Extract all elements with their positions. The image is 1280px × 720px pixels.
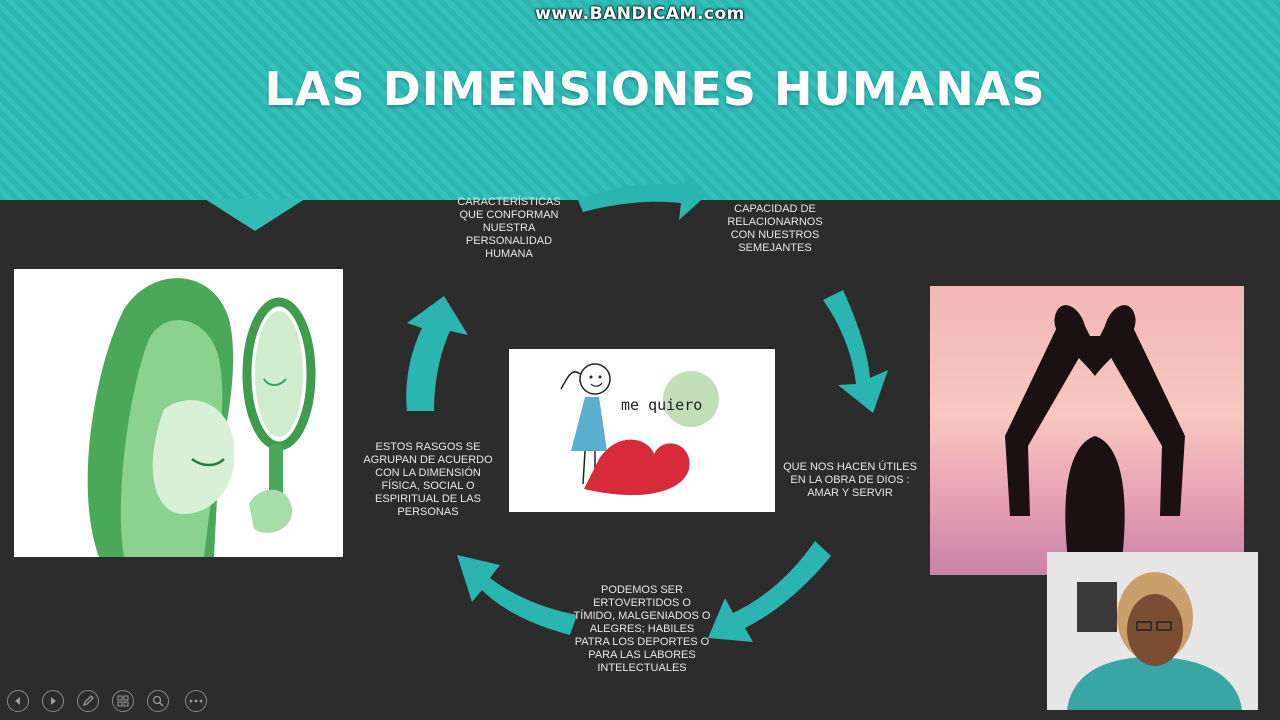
cycle-arrow-right [823,290,888,413]
caption-relationships: CAPACIDAD DE RELACIONARNOS CON NUESTROS … [727,203,823,254]
webcam-overlay [1047,552,1258,710]
me-quiero-illustration: me quiero [509,349,775,512]
next-slide-button[interactable] [42,690,64,712]
caption-service: QUE NOS HACEN ÚTILES EN LA OBRA DE DIOS … [783,461,917,499]
header-notch [205,199,305,231]
cycle-arrow-bottom-left [457,555,577,635]
caption-personality: CARACTERÍSTICAS QUE CONFORMAN NUESTRA PE… [457,196,561,260]
zoom-button[interactable] [147,690,169,712]
grid-icon [117,695,129,707]
caption-dimensions: ESTOS RASGOS SE AGRUPAN DE ACUERDO CON L… [363,441,493,518]
arrow-left-icon [15,697,20,705]
cycle-arrow-left [406,296,468,411]
mirror-illustration [14,269,343,557]
more-options-button[interactable] [185,690,207,712]
cycle-arrow-bottom-right [708,541,831,642]
heart-hands-silhouette-photo [930,286,1244,575]
ellipsis-icon [189,699,203,703]
pen-tool-button[interactable] [77,690,99,712]
cycle-arrow-top [578,168,707,220]
see-all-slides-button[interactable] [112,690,134,712]
me-quiero-text: me quiero [621,396,703,414]
slide-header-band [0,0,1280,200]
arrow-right-icon [51,697,56,705]
previous-slide-button[interactable] [7,690,29,712]
pen-icon [82,695,94,707]
caption-traits: PODEMOS SER ERTOVERTIDOS O TÍMIDO, MALGE… [573,584,711,674]
slide-title: LAS DIMENSIONES HUMANAS [264,62,1046,116]
magnifier-icon [152,695,164,707]
bandicam-watermark: www.BANDICAM.com [535,4,745,24]
